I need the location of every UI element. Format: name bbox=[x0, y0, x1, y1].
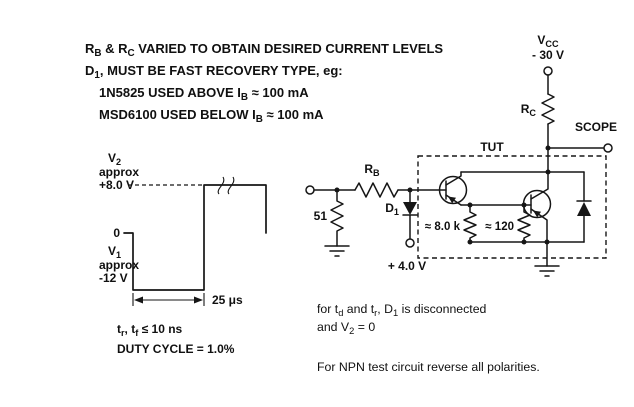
junction-dot bbox=[521, 239, 527, 245]
v2-approx: approx bbox=[99, 165, 139, 179]
internal-diode-triangle bbox=[577, 202, 591, 216]
diode-d1-label: D1 bbox=[385, 201, 399, 217]
transistor-q1-collector bbox=[445, 171, 462, 186]
diode-d1: D1 + 4.0 V bbox=[385, 189, 426, 273]
junction-dot bbox=[467, 202, 473, 208]
junction-dot bbox=[467, 239, 473, 245]
tut-circuit: TUT ≈ 8.0 k ≈ 120 bbox=[417, 140, 607, 277]
resistor-51-label: 51 bbox=[314, 209, 328, 223]
resistor-rc-body bbox=[541, 93, 555, 125]
resistor-120-label: ≈ 120 bbox=[485, 221, 514, 233]
axis-break-mark bbox=[227, 176, 235, 195]
vcc-label: VCC bbox=[537, 33, 559, 49]
axis-break-mark bbox=[217, 176, 225, 195]
arrowhead-left bbox=[134, 296, 143, 304]
scope-label: SCOPE bbox=[575, 120, 617, 134]
transistor-q2-collector bbox=[530, 171, 549, 200]
diode-d1-triangle bbox=[403, 202, 417, 215]
v1-value: -12 V bbox=[99, 271, 128, 285]
input-network: 51 RB D1 + 4.0 V bbox=[305, 162, 447, 273]
scope-terminal bbox=[603, 143, 613, 153]
resistor-rb: RB bbox=[354, 162, 399, 198]
note-rb-rc: RB & RC VARIED TO OBTAIN DESIRED CURRENT… bbox=[85, 41, 443, 59]
transistor-q1-body bbox=[438, 175, 468, 205]
v1-approx: approx bbox=[99, 258, 139, 272]
emitter-arrow bbox=[448, 196, 456, 204]
transistor-q1 bbox=[438, 171, 468, 206]
bias-voltage-label: + 4.0 V bbox=[388, 259, 426, 273]
resistor-120-body bbox=[517, 204, 531, 243]
input-terminal bbox=[305, 185, 315, 195]
bias-terminal bbox=[405, 238, 415, 248]
zero-level-label: 0 bbox=[113, 226, 120, 240]
tut-label: TUT bbox=[480, 140, 504, 154]
collector-supply: VCC - 30 V RC SCOPE bbox=[521, 33, 617, 173]
duty-cycle-label: DUTY CYCLE = 1.0% bbox=[117, 342, 235, 356]
junction-dot bbox=[521, 202, 527, 208]
note-1n5825: 1N5825 USED ABOVE IB ≈ 100 mA bbox=[99, 85, 309, 103]
vcc-value: - 30 V bbox=[532, 48, 564, 62]
transistor-q2 bbox=[522, 171, 552, 243]
note-v2-zero: and V2 = 0 bbox=[317, 320, 375, 336]
arrowhead-right bbox=[194, 296, 203, 304]
vcc-terminal bbox=[543, 66, 553, 76]
pulse-width-label: 25 μs bbox=[212, 293, 243, 307]
emitter-arrow bbox=[533, 210, 541, 218]
resistor-8k-body bbox=[463, 204, 477, 243]
input-waveform: V2 approx +8.0 V 0 V1 approx -12 V 25 μs… bbox=[99, 151, 267, 356]
resistor-120: ≈ 120 bbox=[485, 204, 531, 243]
ground-symbol-input bbox=[324, 245, 350, 257]
bottom-notes: for td and tr, D1 is disconnected and V2… bbox=[317, 302, 540, 374]
note-npn-polarity: For NPN test circuit reverse all polarit… bbox=[317, 360, 540, 374]
v2-label: V2 bbox=[108, 151, 121, 167]
test-conditions-notes: RB & RC VARIED TO OBTAIN DESIRED CURRENT… bbox=[85, 41, 443, 125]
resistor-rb-label: RB bbox=[364, 162, 380, 178]
internal-diode bbox=[576, 171, 592, 243]
resistor-51-body bbox=[330, 189, 344, 247]
resistor-8k-label: ≈ 8.0 k bbox=[425, 221, 461, 233]
tut-boundary-box bbox=[417, 155, 607, 259]
resistor-rb-body bbox=[354, 182, 399, 198]
resistor-8k: ≈ 8.0 k bbox=[425, 204, 477, 243]
junction-dot bbox=[545, 169, 551, 175]
note-d1-type: D1, MUST BE FAST RECOVERY TYPE, eg: bbox=[85, 63, 343, 81]
resistor-rc-label: RC bbox=[521, 102, 537, 118]
rise-fall-time-label: tr, tf ≤ 10 ns bbox=[117, 322, 183, 338]
v2-value: +8.0 V bbox=[99, 178, 134, 192]
resistor-51: 51 bbox=[314, 189, 344, 247]
waveform-trace bbox=[123, 184, 267, 291]
note-d1-disconnected: for td and tr, D1 is disconnected bbox=[317, 302, 487, 318]
ground-symbol-tut bbox=[534, 241, 560, 277]
resistor-rc: RC bbox=[521, 93, 555, 125]
note-msd6100: MSD6100 USED BELOW IB ≈ 100 mA bbox=[99, 107, 324, 125]
v1-label: V1 bbox=[108, 244, 121, 260]
